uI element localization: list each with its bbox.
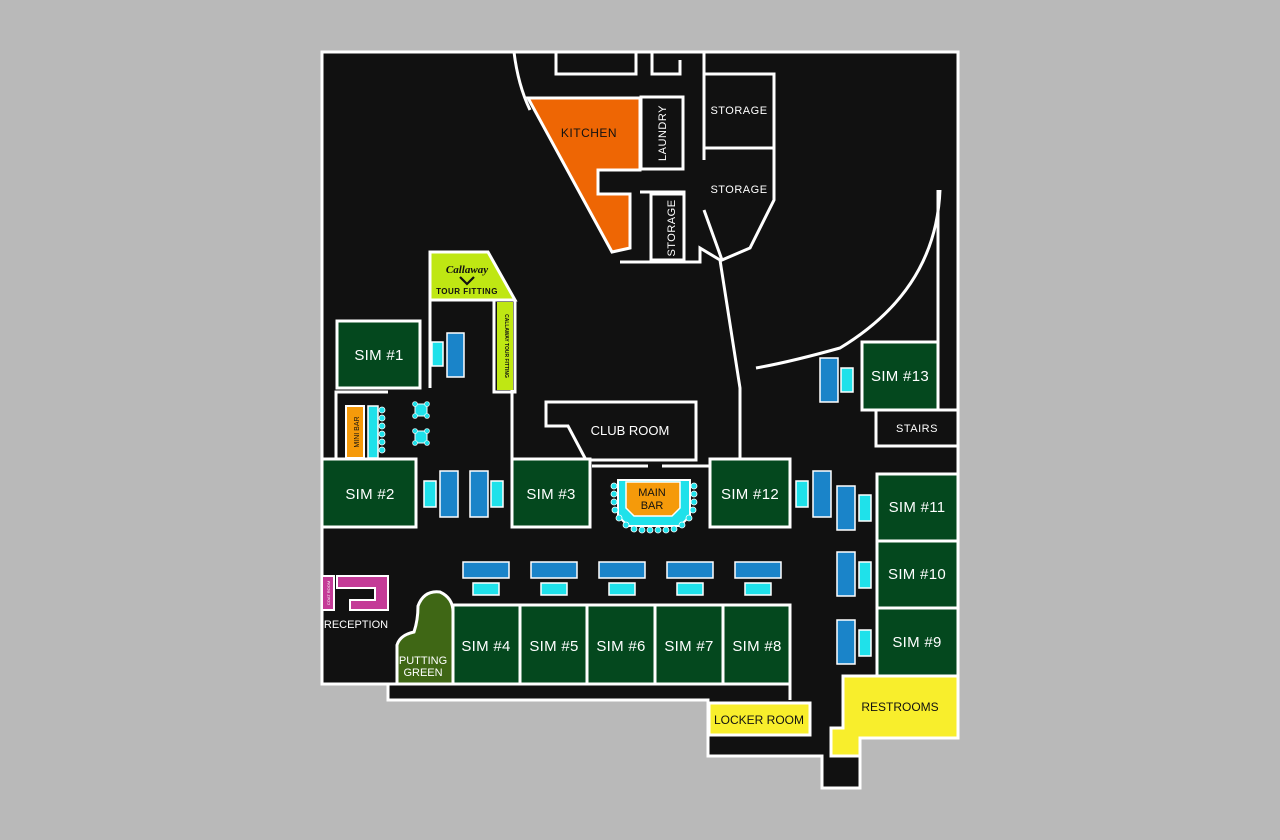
high-top-table-1[interactable]: [412, 401, 430, 419]
storage-vertical-label: STORAGE: [666, 199, 678, 256]
reception-label: RECEPTION: [324, 619, 388, 631]
sim-6[interactable]: SIM #6: [585, 603, 657, 686]
sims-bottom-wall: [388, 682, 792, 700]
lounge-set-sim13[interactable]: [819, 357, 854, 403]
lounge-set-sim7[interactable]: [666, 561, 714, 596]
callaway-fitting-strip[interactable]: CALLAWAY TOUR FITTING: [497, 302, 513, 390]
storage-middle-label: STORAGE: [710, 184, 767, 196]
main-bar-stools: [610, 482, 698, 534]
callaway-tour-fitting-label: TOUR FITTING: [436, 287, 498, 296]
mini-bar-label: MINI BAR: [354, 416, 361, 447]
sim-1[interactable]: SIM #1: [335, 319, 422, 390]
restrooms-label: RESTROOMS: [861, 700, 938, 714]
laundry-room[interactable]: LAUNDRY: [639, 95, 685, 171]
putting-green[interactable]: PUTTING GREEN: [395, 590, 455, 686]
mini-bar[interactable]: MINI BAR: [345, 405, 386, 459]
callaway-area-walls: [428, 300, 517, 394]
sim-9-label: SIM #9: [892, 634, 941, 651]
coat-room-label: COAT ROOM: [326, 581, 331, 605]
sim-9[interactable]: SIM #9: [875, 606, 960, 678]
storage-room-top[interactable]: STORAGE: [702, 72, 776, 150]
stairs[interactable]: STAIRS: [874, 408, 960, 448]
lounge-seating: [423, 332, 872, 665]
lounge-set-sim9[interactable]: [836, 619, 872, 665]
locker-room-label: LOCKER ROOM: [714, 713, 804, 727]
lounge-set-sim2[interactable]: [423, 470, 459, 518]
sim-11-label: SIM #11: [889, 499, 946, 516]
main-bar-label-1: MAIN: [638, 487, 666, 499]
restrooms[interactable]: RESTROOMS: [829, 674, 960, 758]
sim-7-label: SIM #7: [664, 638, 713, 655]
sim-4-label: SIM #4: [461, 638, 510, 655]
storage-room-middle[interactable]: STORAGE: [710, 184, 767, 196]
mini-bar-stools: [378, 406, 386, 454]
lounge-set-sim11[interactable]: [836, 485, 872, 531]
club-room-label: CLUB ROOM: [591, 423, 670, 438]
sim-10-label: SIM #10: [888, 566, 946, 583]
callaway-vertical-label: CALLAWAY TOUR FITTING: [503, 314, 509, 378]
sim-10[interactable]: SIM #10: [875, 539, 960, 610]
kitchen-room[interactable]: KITCHEN: [525, 96, 642, 254]
lounge-set-sim10[interactable]: [836, 551, 872, 597]
storage-room-vertical[interactable]: STORAGE: [649, 192, 686, 262]
sim-3[interactable]: SIM #3: [510, 457, 592, 529]
sim-1-label: SIM #1: [354, 347, 403, 364]
lounge-set-sim12[interactable]: [795, 470, 832, 518]
putting-green-label-1: PUTTING: [399, 655, 447, 667]
lounge-set-sim3[interactable]: [469, 470, 504, 518]
sim-5[interactable]: SIM #5: [518, 603, 589, 686]
sim-6-label: SIM #6: [596, 638, 645, 655]
sim-12-label: SIM #12: [721, 486, 779, 503]
sim-8[interactable]: SIM #8: [721, 603, 792, 686]
sim-7[interactable]: SIM #7: [653, 603, 725, 686]
sim-13[interactable]: SIM #13: [860, 340, 940, 412]
lounge-set-sim5[interactable]: [530, 561, 578, 596]
sim-3-label: SIM #3: [526, 486, 575, 503]
lounge-set-sim8[interactable]: [734, 561, 782, 596]
sim-2-label: SIM #2: [345, 486, 394, 503]
lounge-set-sim6[interactable]: [598, 561, 646, 596]
sim-bays: SIM #1 SIM #2 SIM #3 SIM #12 SIM #13 SIM…: [320, 319, 960, 686]
sim-11[interactable]: SIM #11: [875, 472, 960, 543]
main-bar[interactable]: MAIN BAR: [610, 479, 698, 534]
lounge-set-sim1[interactable]: [431, 332, 465, 378]
main-bar-label-2: BAR: [641, 500, 664, 512]
sim-12[interactable]: SIM #12: [708, 457, 792, 529]
coat-room[interactable]: COAT ROOM: [321, 575, 335, 611]
callaway-brand-label: Callaway: [446, 264, 488, 276]
reception-desk[interactable]: [336, 575, 389, 611]
laundry-label: LAUNDRY: [657, 105, 669, 161]
lounge-set-sim4[interactable]: [462, 561, 510, 596]
sim-4[interactable]: SIM #4: [451, 603, 522, 686]
sim-5-label: SIM #5: [529, 638, 578, 655]
locker-room[interactable]: LOCKER ROOM: [707, 701, 812, 737]
callaway-tour-fitting[interactable]: Callaway TOUR FITTING: [428, 250, 518, 302]
sim-13-label: SIM #13: [871, 368, 929, 385]
high-top-table-2[interactable]: [412, 428, 430, 446]
kitchen-label: KITCHEN: [561, 126, 617, 140]
sim-8-label: SIM #8: [732, 638, 781, 655]
sim-2[interactable]: SIM #2: [320, 457, 418, 529]
putting-green-label-2: GREEN: [403, 667, 442, 679]
callaway-chevron-icon: [459, 276, 475, 286]
storage-top-label: STORAGE: [710, 105, 767, 117]
stairs-label: STAIRS: [896, 423, 938, 435]
